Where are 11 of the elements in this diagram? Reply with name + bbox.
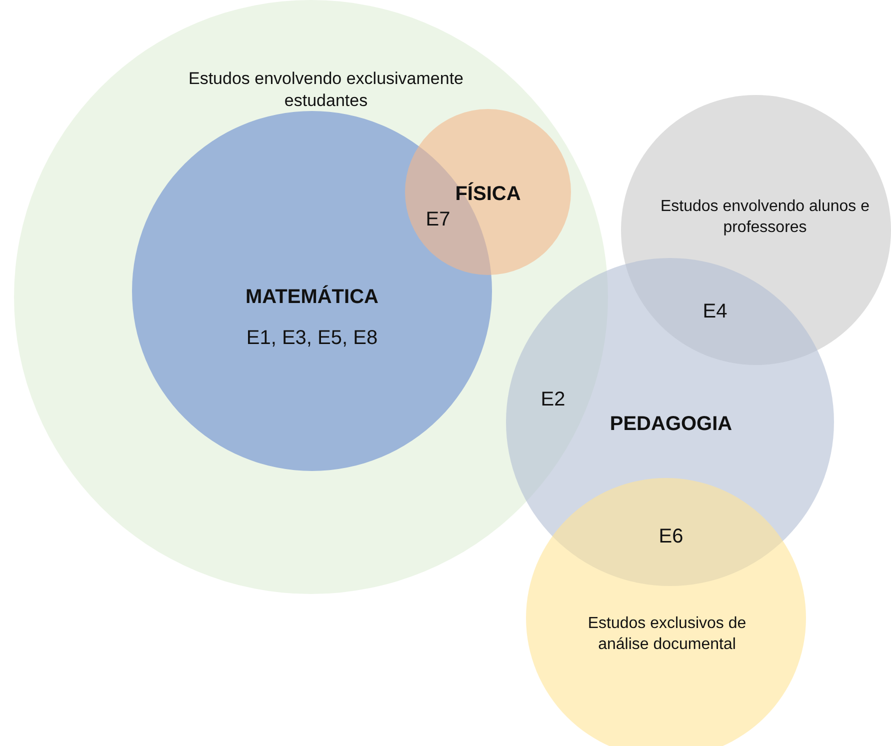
- set-label: E1, E3, E5, E8: [245, 326, 379, 351]
- set-label: Estudos envolvendo alunos e professores: [659, 197, 871, 238]
- intersection-label: E4: [702, 300, 728, 324]
- set-label: Estudos envolvendo exclusivamente estudantes: [188, 68, 464, 112]
- set-label: Estudos exclusivos de análise documental: [586, 614, 748, 655]
- intersection-label: E2: [540, 388, 566, 412]
- intersection-label: E7: [426, 208, 450, 232]
- set-title: FÍSICA: [454, 181, 522, 207]
- set-title: PEDAGOGIA: [608, 412, 734, 437]
- intersection-label: E6: [658, 526, 684, 548]
- set-title: MATEMÁTICA: [244, 284, 380, 310]
